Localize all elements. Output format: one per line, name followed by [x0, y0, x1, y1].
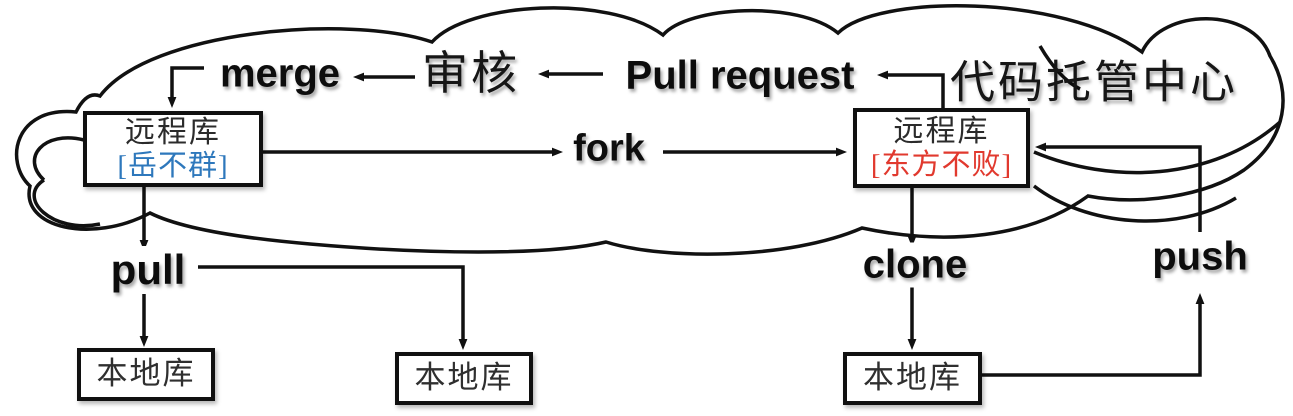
cloud-stroke-left-top [32, 136, 85, 182]
local-repo-2-title: 本地库 [414, 360, 514, 396]
remote-repo-left-owner: [岳不群] [117, 149, 229, 182]
connector-push-upper [1035, 142, 1202, 232]
remote-repo-right-title: 远程库 [893, 115, 990, 149]
label-fork: fork [569, 127, 649, 171]
label-push: push [1146, 234, 1254, 280]
local-repo-3-title: 本地库 [863, 360, 962, 396]
label-pull: pull [104, 246, 192, 294]
label-merge: merge [219, 51, 341, 96]
cloud-stroke-hook [1038, 45, 1081, 91]
remote-repo-left-title: 远程库 [125, 116, 221, 150]
remote-repo-right-owner: [东方不败] [870, 148, 1013, 181]
connector-push-lower [982, 293, 1205, 377]
label-clone: clone [856, 242, 974, 288]
label-review: 审核 [422, 48, 520, 99]
label-pull-request: Pull request [625, 53, 855, 98]
cloud-stroke-right-mid [1033, 120, 1282, 175]
label-code-hosting-center: 代码托管中心 [949, 57, 1239, 108]
connector-pull-branch [198, 265, 468, 350]
cloud-stroke-left-bottom [32, 178, 101, 228]
node-local-repo-1: 本地库 [77, 348, 215, 401]
connector-merge-to-remote-left [167, 66, 204, 108]
node-remote-repo-right: 远程库 [东方不败] [853, 108, 1030, 188]
node-local-repo-2: 本地库 [395, 352, 533, 405]
node-remote-repo-left: 远程库 [岳不群] [83, 111, 263, 187]
local-repo-1-title: 本地库 [96, 356, 196, 392]
cloud-stroke-right-bottom [1032, 184, 1237, 223]
node-local-repo-3: 本地库 [843, 352, 982, 405]
connector-remote-right-to-pullrequest [877, 70, 945, 108]
